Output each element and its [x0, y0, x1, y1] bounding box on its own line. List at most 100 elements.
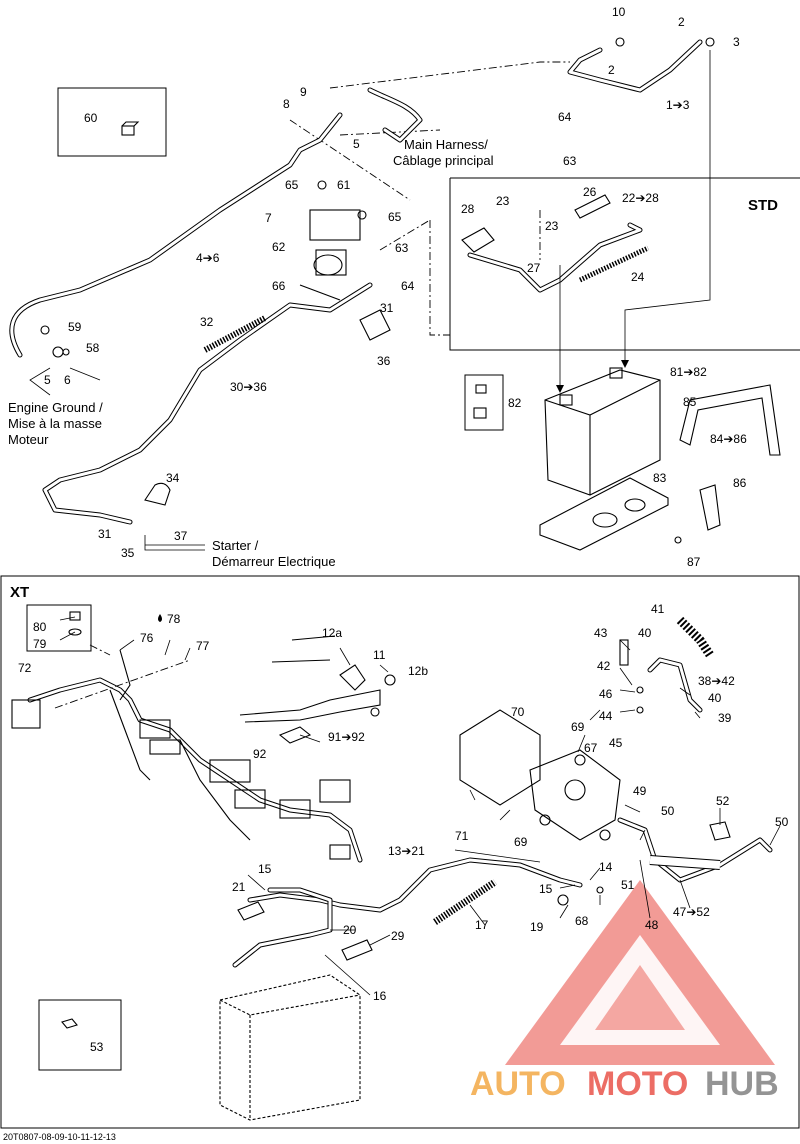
part-53-inset [38, 999, 122, 1071]
callout-4-6: 4➔6 [196, 251, 220, 265]
callout-67: 67 [584, 741, 598, 755]
watermark-logo: AUTO MOTO HUB [470, 880, 779, 1103]
relay-11 [239, 664, 396, 723]
callout-71: 71 [455, 829, 469, 843]
positive-cable-std [567, 37, 715, 93]
terminal-cap-21 [237, 901, 265, 921]
liquid-drop-icon [158, 614, 162, 622]
callout-69: 69 [514, 835, 528, 849]
std-frame [449, 177, 800, 351]
callout-28: 28 [461, 202, 475, 216]
callout-40: 40 [708, 691, 722, 705]
callout-46: 46 [599, 687, 613, 701]
callout-40: 40 [638, 626, 652, 640]
std-label: STD [748, 197, 778, 214]
guide-line [379, 219, 431, 251]
callout-23: 23 [545, 219, 559, 233]
callout-79: 79 [33, 637, 47, 651]
callout-22-28: 22➔28 [622, 191, 659, 205]
callout-31: 31 [98, 527, 112, 541]
part-82-inset [464, 374, 504, 431]
engine-ground-note-3: Moteur [8, 432, 49, 447]
callout-6: 6 [64, 373, 71, 387]
sleeve-17 [433, 879, 497, 925]
callout-53: 53 [90, 1040, 104, 1054]
callout-26: 26 [583, 185, 597, 199]
callout-12a: 12a [322, 626, 342, 640]
engine-ground-note-2: Mise à la masse [8, 416, 102, 431]
callout-61: 61 [337, 178, 351, 192]
callout-85: 85 [683, 395, 697, 409]
callout-13-21: 13➔21 [388, 844, 425, 858]
callout-38-42: 38➔42 [698, 674, 735, 688]
callout-86: 86 [733, 476, 747, 490]
starter-boot [144, 482, 171, 506]
connector-72 [11, 699, 41, 729]
callout-5: 5 [353, 137, 360, 151]
callout-59: 59 [68, 320, 82, 334]
callout-69: 69 [571, 720, 585, 734]
callout-50: 50 [661, 804, 675, 818]
clip-icon [61, 1018, 78, 1029]
callout-21: 21 [232, 880, 246, 894]
callout-63: 63 [563, 154, 577, 168]
main-harness-note-en: Main Harness/ [404, 137, 488, 152]
callout-5: 5 [44, 373, 51, 387]
xt-callouts: 80 79 78 76 77 72 12a 11 12b 91➔92 92 41… [18, 602, 789, 1054]
callout-11: 11 [373, 648, 386, 662]
callout-39: 39 [718, 711, 732, 725]
callout-63: 63 [395, 241, 409, 255]
callout-15: 15 [539, 882, 553, 896]
callout-58: 58 [86, 341, 100, 355]
callout-45: 45 [609, 736, 623, 750]
callout-34: 34 [166, 471, 180, 485]
callout-48: 48 [645, 918, 659, 932]
solenoid-assembly [299, 180, 367, 301]
callout-16: 16 [373, 989, 387, 1003]
starter-cable [42, 282, 373, 525]
bolt-washer-icon [68, 611, 82, 636]
callout-64: 64 [401, 279, 415, 293]
callout-76: 76 [140, 631, 154, 645]
terminal-cap-28 [461, 227, 495, 253]
starter-cable-xt [617, 817, 773, 883]
callout-31: 31 [380, 301, 394, 315]
callout-32: 32 [200, 315, 214, 329]
connector-92 [278, 726, 312, 744]
callout-2: 2 [678, 15, 685, 29]
callout-51: 51 [621, 878, 635, 892]
callout-12b: 12b [408, 664, 428, 678]
callout-37: 37 [174, 529, 188, 543]
terminal-cover-29 [341, 939, 373, 961]
callout-87: 87 [687, 555, 701, 569]
nut-bolt-icon [473, 384, 487, 419]
callout-10: 10 [612, 5, 626, 19]
engine-ground-connection [40, 325, 70, 358]
callout-52: 52 [716, 794, 730, 808]
sleeve-24 [578, 245, 650, 283]
battery-std [544, 367, 661, 496]
callout-30-36: 30➔36 [230, 380, 267, 394]
starter-note-2: Démarreur Electrique [212, 554, 336, 569]
guide-line [329, 61, 570, 89]
callout-60: 60 [84, 111, 98, 125]
watermark-text-hub: HUB [705, 1065, 779, 1103]
std-section: STD Main Harness/ Câblage principal [8, 5, 800, 569]
battery-xt [219, 974, 361, 1121]
callout-19: 19 [530, 920, 544, 934]
callout-15: 15 [258, 862, 272, 876]
main-harness-note-fr: Câblage principal [393, 153, 494, 168]
clip-icon [121, 121, 140, 136]
callout-17: 17 [475, 918, 489, 932]
callout-23: 23 [496, 194, 510, 208]
std-callouts: 10 2 3 2 1➔3 9 8 5 60 64 63 65 61 7 65 6… [44, 5, 747, 569]
watermark-text-moto: MOTO [587, 1065, 688, 1103]
callout-70: 70 [511, 705, 525, 719]
callout-81-82: 81➔82 [670, 365, 707, 379]
terminal-boot [359, 309, 391, 341]
callout-78: 78 [167, 612, 181, 626]
xt-frame [0, 575, 800, 1129]
callout-65: 65 [285, 178, 299, 192]
callout-29: 29 [391, 929, 405, 943]
callout-1-3: 1➔3 [666, 98, 690, 112]
